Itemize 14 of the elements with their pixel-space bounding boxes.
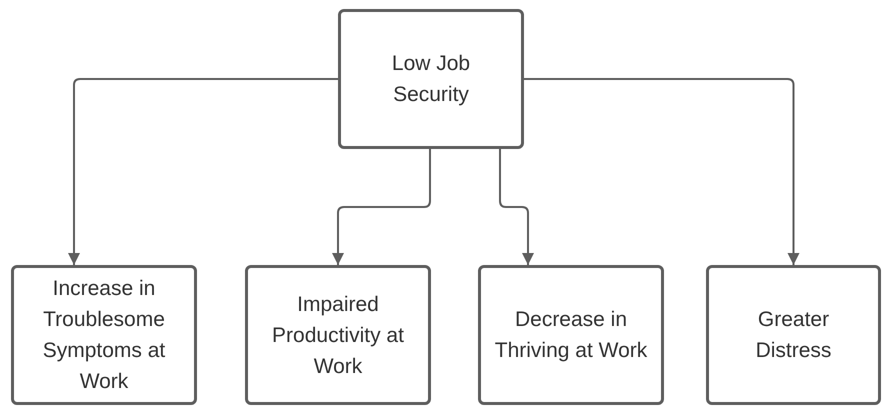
arrow xyxy=(332,149,431,265)
box-label: Greater Distress xyxy=(754,307,832,364)
box-label: Impaired Productivity at Work xyxy=(271,292,405,380)
process-box xyxy=(706,265,881,405)
box-label: Decrease in Thriving at Work xyxy=(494,307,648,364)
arrow xyxy=(68,78,338,265)
process-box xyxy=(478,265,664,405)
box-label: Increase in Troublesome Symptoms at Work xyxy=(42,276,166,395)
process-box xyxy=(11,265,197,405)
arrow xyxy=(499,149,534,265)
process-box xyxy=(245,265,431,405)
process-box xyxy=(338,9,524,149)
box-label: Low Job Security xyxy=(390,51,472,108)
arrow xyxy=(524,78,800,265)
